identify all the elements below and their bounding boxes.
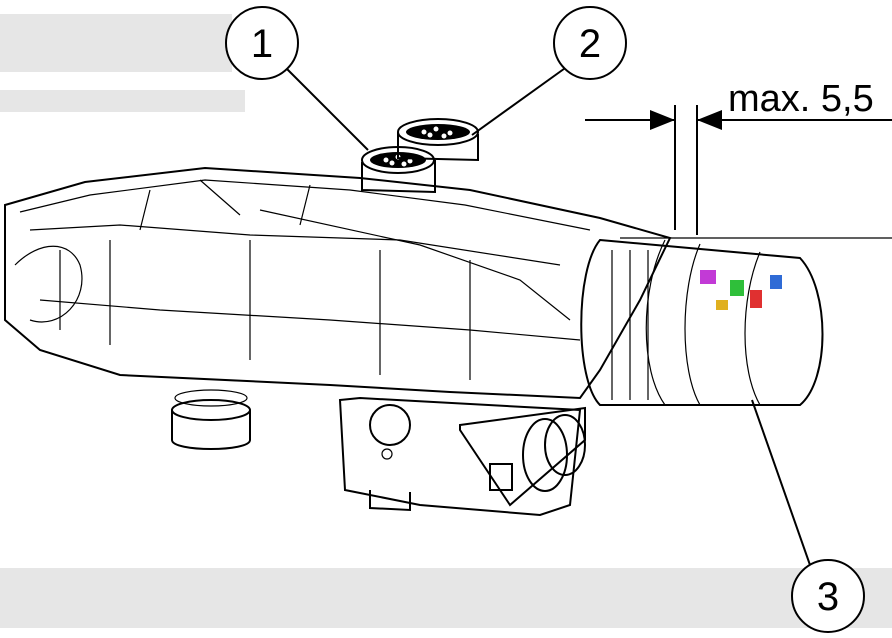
callout-1: 1 xyxy=(225,6,369,151)
bottom-fitting xyxy=(171,389,251,450)
dimension-arrow-right xyxy=(697,110,722,130)
device-housing xyxy=(4,166,672,400)
callout-circle xyxy=(791,559,865,633)
dimension-arrow-left xyxy=(650,110,675,130)
right-connector xyxy=(397,118,479,162)
callout-circle xyxy=(553,6,627,80)
callout-number: 3 xyxy=(817,575,839,619)
callout-number: 1 xyxy=(251,22,273,66)
dimension-label: max. 5,5 xyxy=(728,78,874,120)
band-upper-left xyxy=(0,90,245,112)
band-bottom xyxy=(0,568,892,628)
dimension-annotation: max. 5,5 xyxy=(585,78,892,239)
callout-circle xyxy=(225,6,299,80)
callout-2: 2 xyxy=(471,6,627,136)
callout-3: 3 xyxy=(751,399,865,633)
sensor-ring xyxy=(580,238,824,406)
band-top-left xyxy=(0,14,232,72)
mounting-block xyxy=(338,396,586,517)
callout-number: 2 xyxy=(579,22,601,66)
